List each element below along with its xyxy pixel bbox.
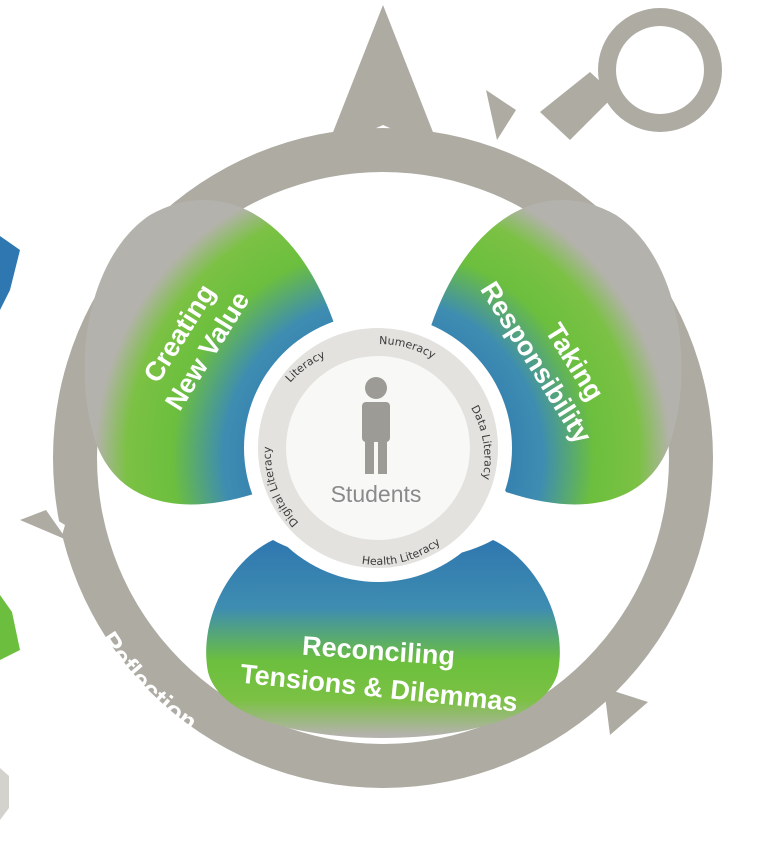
ring-arrow-top-right — [486, 90, 516, 140]
student-figure-icon — [362, 377, 390, 474]
ring-break-top-right — [432, 80, 512, 145]
compass-needle-icon — [326, 5, 440, 150]
ring-break-right — [640, 652, 726, 736]
ring-arrow-right — [604, 688, 648, 735]
left-blue-fragment — [0, 236, 20, 310]
petal-reconciling-tensions — [206, 540, 560, 738]
left-grey-fragment — [0, 768, 9, 820]
compass-loop-icon — [540, 8, 722, 140]
center-label-students: Students — [331, 481, 422, 507]
left-green-fragment — [0, 595, 20, 660]
ring-arrow-left — [20, 510, 67, 540]
